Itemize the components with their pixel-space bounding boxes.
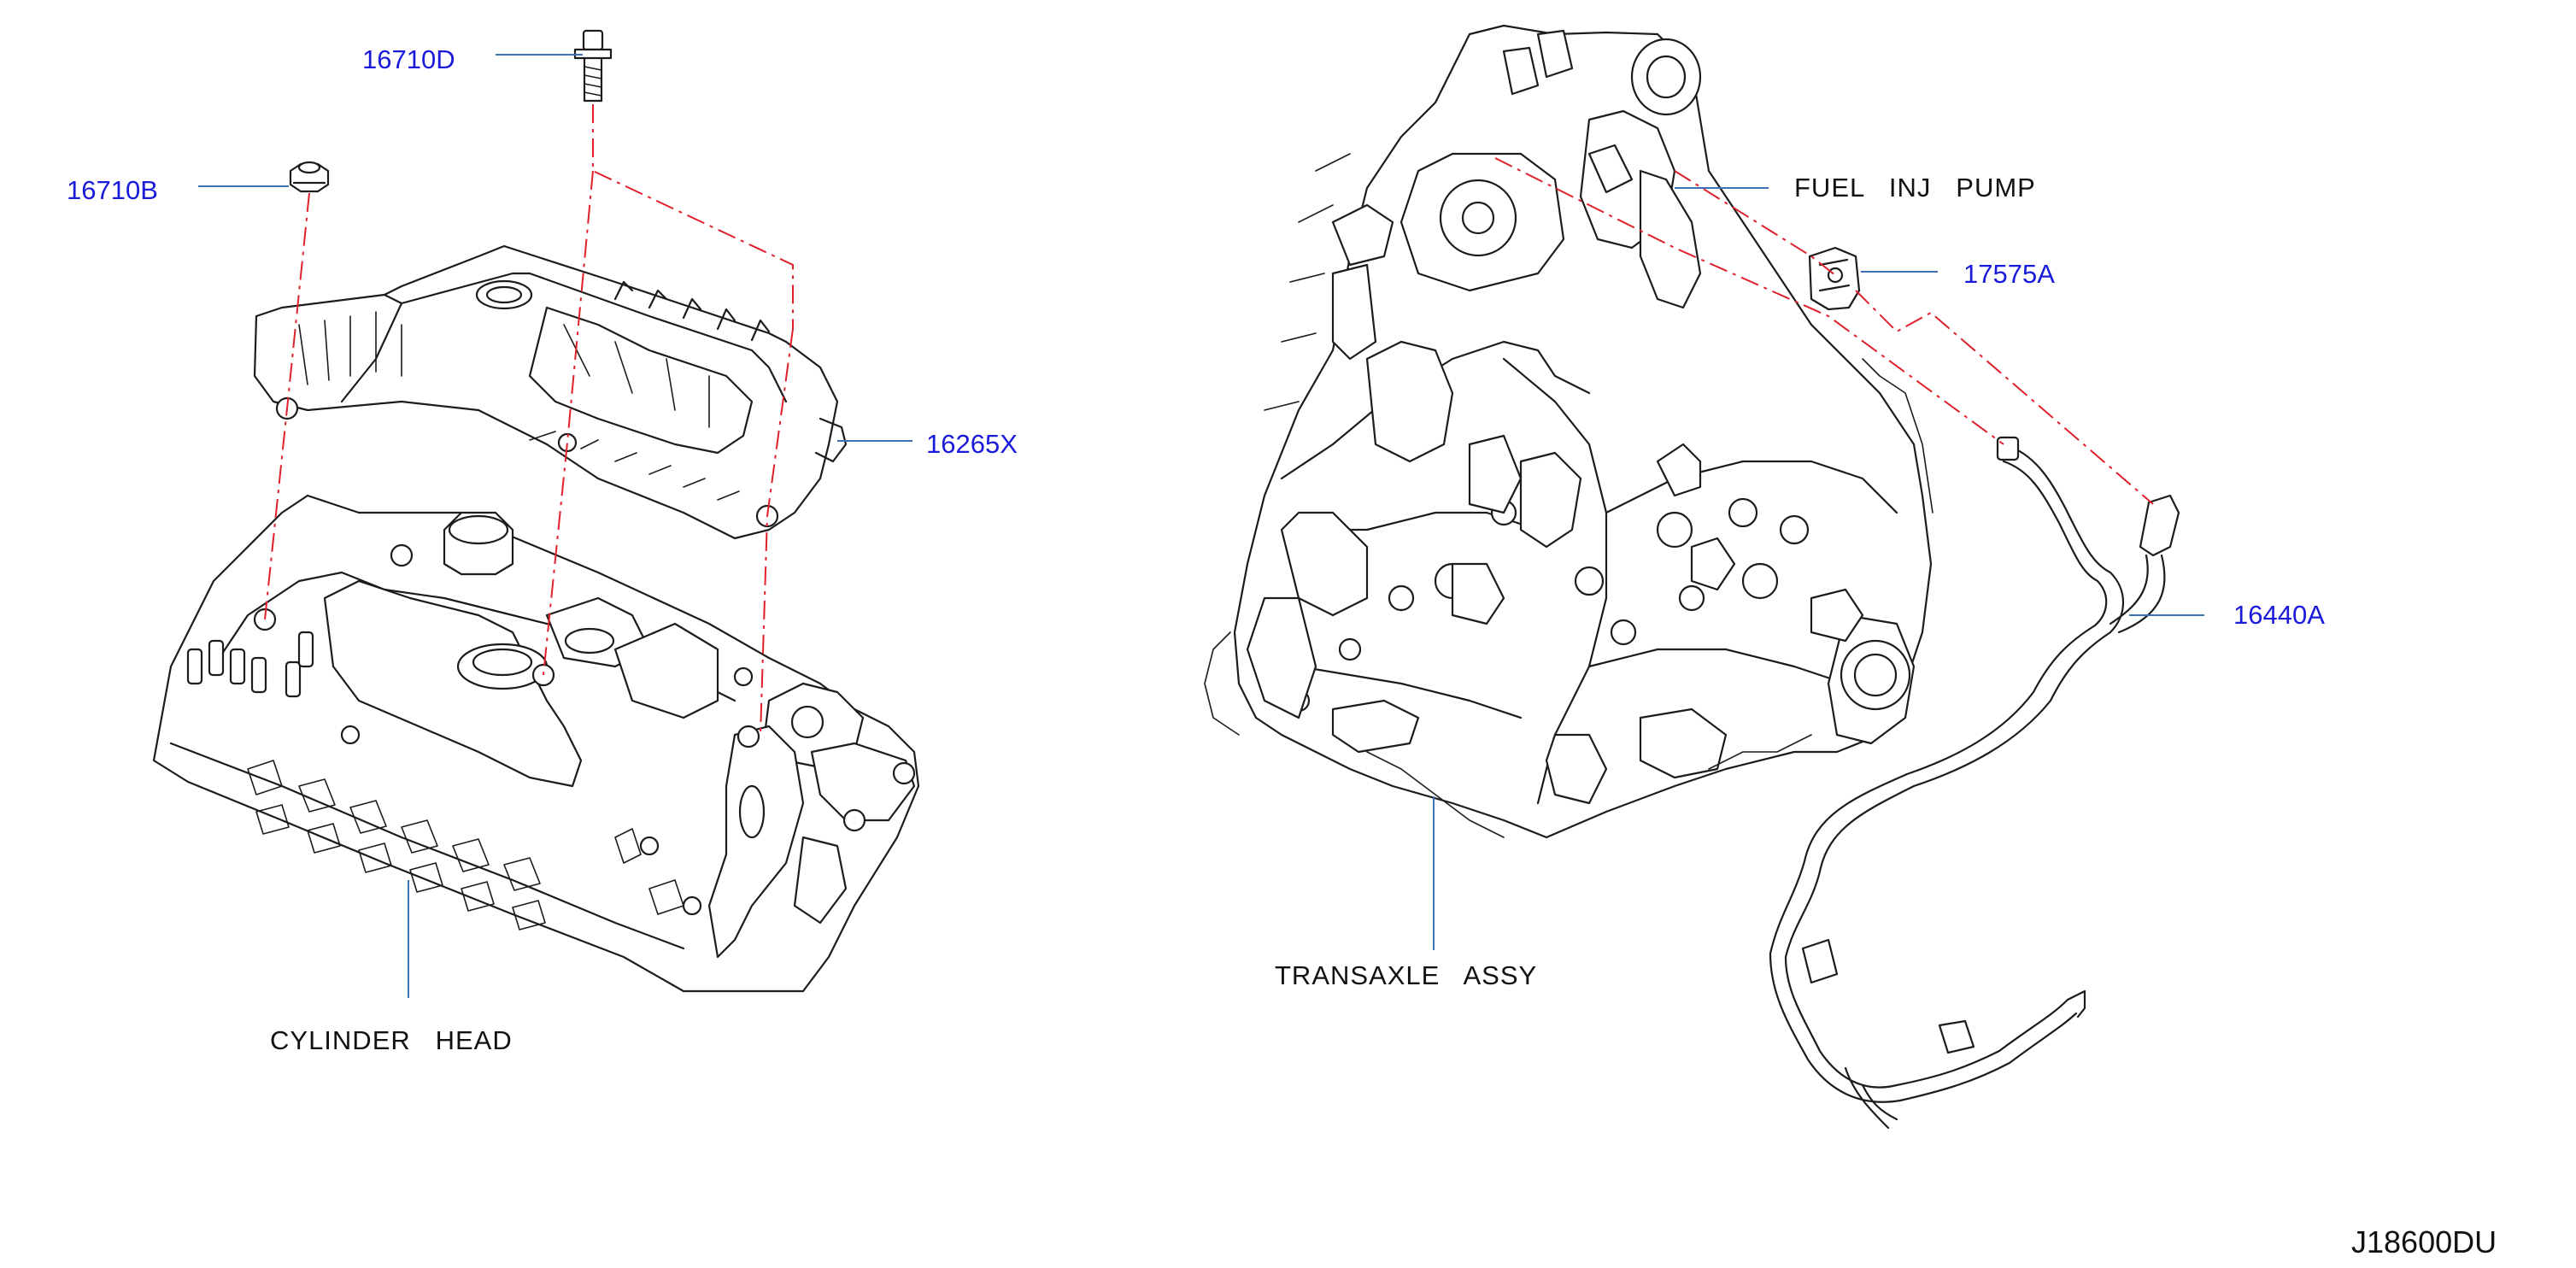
alignment-lines-right: [1494, 157, 2154, 505]
label-cylinder-head: CYLINDER HEAD: [270, 1025, 513, 1055]
label-transaxle-assy: TRANSAXLE ASSY: [1275, 960, 1537, 990]
part-number-16710b: 16710B: [67, 175, 158, 205]
nut-16710b-drawing: [289, 161, 330, 193]
part-number-16710d: 16710D: [362, 44, 455, 74]
hose-16440a-drawing: [1769, 436, 2180, 1130]
label-fuel-inj-pump: FUEL INJ PUMP: [1794, 173, 2036, 203]
cylinder-head-cover-drawing: [253, 244, 848, 540]
leader-lines: [198, 54, 2204, 998]
transaxle-engine-drawing: [1204, 24, 1933, 839]
bolt-16710d-drawing: [573, 29, 613, 103]
cylinder-head-drawing: [152, 494, 920, 993]
part-number-17575a: 17575A: [1963, 259, 2055, 289]
part-number-16265x: 16265X: [926, 429, 1018, 459]
diagram-code: J18600DU: [2351, 1224, 2497, 1259]
alignment-lines-left: [264, 104, 794, 736]
clamp-17575a-drawing: [1808, 246, 1861, 311]
part-number-16440a: 16440A: [2233, 600, 2325, 630]
